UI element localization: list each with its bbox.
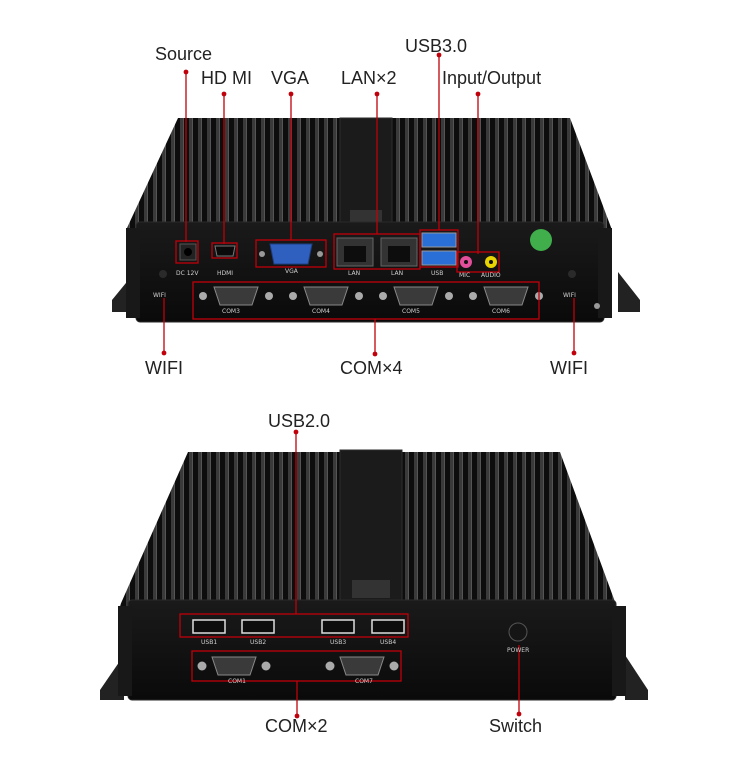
label-com4: COM×4: [340, 358, 403, 378]
label-lan: LAN×2: [341, 68, 397, 88]
label-wifi-right: WIFI: [550, 358, 588, 378]
label-usb30: USB3.0: [405, 36, 468, 56]
bottom-device: [100, 449, 648, 701]
port-text-com4: COM4: [312, 308, 330, 315]
port-text-usb2: USB2: [250, 639, 267, 646]
port-text-hdmi: HDMI: [217, 270, 234, 277]
port-text-com6: COM6: [492, 308, 510, 315]
label-vga: VGA: [271, 68, 310, 88]
port-text-lan1: LAN: [348, 270, 361, 277]
port-text-com7: COM7: [355, 678, 373, 685]
label-wifi-left: WIFI: [145, 358, 183, 378]
port-text-usb4: USB4: [380, 639, 397, 646]
label-switch: Switch: [489, 716, 543, 736]
label-usb20: USB2.0: [268, 411, 331, 431]
top-device: [112, 117, 640, 323]
port-text-com5: COM5: [402, 308, 420, 315]
label-hdmi: HD MI: [201, 68, 252, 88]
port-text-usb: USB: [431, 270, 444, 277]
port-text-audio: AUDIO: [481, 272, 501, 279]
port-text-wifi-l: WIFI: [153, 292, 166, 299]
port-text-usb1: USB1: [201, 639, 218, 646]
port-text-lan2: LAN: [391, 270, 404, 277]
top-callouts: [163, 55, 575, 354]
label-source: Source: [155, 44, 213, 64]
label-com2: COM×2: [265, 716, 328, 736]
port-text-dc: DC 12V: [176, 270, 199, 277]
bottom-callouts: [179, 432, 520, 716]
port-text-usb3: USB3: [330, 639, 347, 646]
label-io: Input/Output: [442, 68, 542, 88]
port-text-com1: COM1: [228, 678, 246, 685]
port-text-power: POWER: [507, 647, 530, 654]
port-text-vga: VGA: [285, 268, 298, 275]
port-text-wifi-r: WIFI: [563, 292, 576, 299]
port-text-com3: COM3: [222, 308, 240, 315]
port-text-mic: MIC: [459, 272, 471, 279]
